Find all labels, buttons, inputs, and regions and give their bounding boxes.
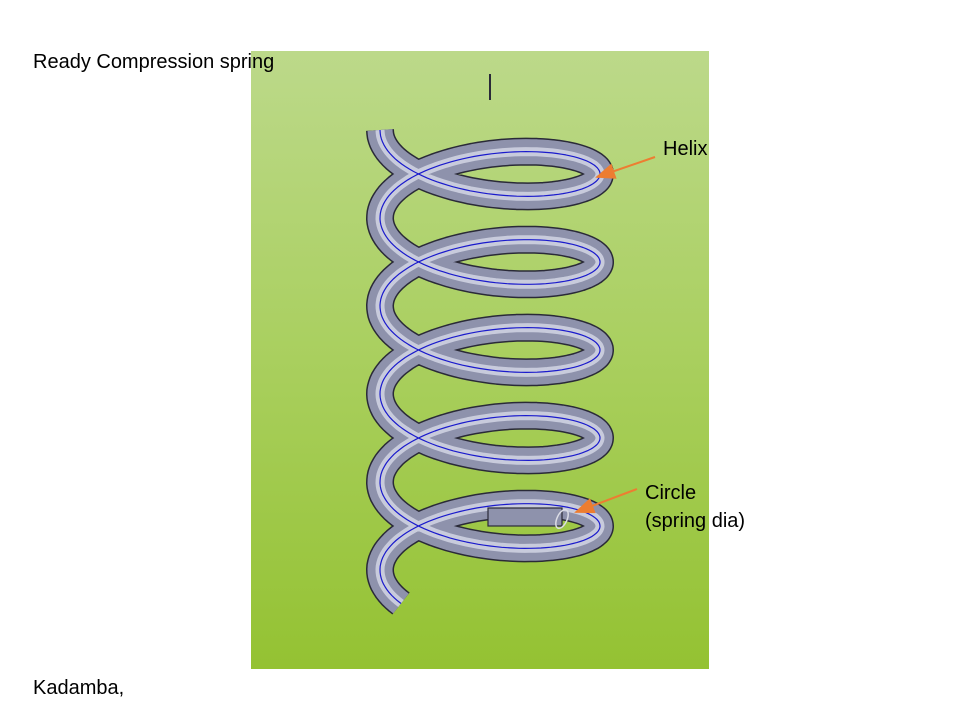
footer-text: Kadamba, [33,677,125,699]
helix-label: Helix [663,138,708,160]
slide-title: Ready Compression spring [33,51,275,73]
profile-circle [555,508,569,530]
circle-label-line2: (spring dia) [645,510,746,532]
helix-path [379,129,601,604]
circle-label-line1: Circle [645,482,697,504]
helix-arrow [595,156,656,179]
compression-spring [366,74,614,615]
circle-arrow [574,488,638,514]
spring-bottom-end [487,507,563,527]
circle-label: Circle (spring dia) [645,479,745,535]
